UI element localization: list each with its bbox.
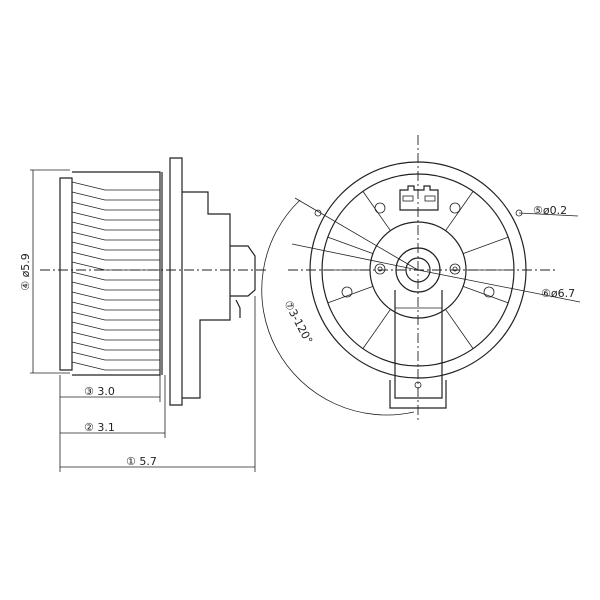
- fan-blade: [71, 361, 160, 371]
- fan-blade: [71, 271, 160, 281]
- fan-blade: [71, 191, 160, 201]
- housing-rib: [445, 309, 474, 349]
- dim-3-1: ② 3.1: [84, 421, 115, 434]
- housing-rib: [327, 236, 374, 254]
- housing-rib: [462, 286, 509, 304]
- fan-blade: [71, 291, 160, 301]
- front-view: [288, 135, 558, 420]
- dim-3-0: ③ 3.0: [84, 385, 115, 398]
- fan-blade: [71, 281, 160, 291]
- dim-hole-0-2: ⑤ø0.2: [533, 204, 567, 217]
- fan-blade: [71, 231, 160, 241]
- dim-diameter-5-9: ④ ø5.9: [19, 253, 32, 291]
- fan-blade: [71, 331, 160, 341]
- fan-blade: [71, 221, 160, 231]
- fan-blade: [71, 181, 160, 191]
- dim-5-7: ① 5.7: [126, 455, 157, 468]
- dim-angle-3-120: ⑦3-120°: [281, 298, 315, 346]
- fan-blade: [71, 261, 160, 271]
- fan-blade: [71, 301, 160, 311]
- fan-blade: [71, 211, 160, 221]
- housing-rib: [362, 309, 391, 349]
- fan-blade: [71, 311, 160, 321]
- front-dimensions: ⑤ø0.2 ⑥ø6.7 ⑦3-120°: [261, 197, 581, 416]
- fan-blade: [71, 251, 160, 261]
- housing-rib: [462, 236, 509, 254]
- fan-blade: [71, 321, 160, 331]
- fan-blade: [71, 341, 160, 351]
- side-dimensions: ④ ø5.9 ③ 3.0 ② 3.1 ① 5.7: [19, 169, 256, 472]
- fan-blade: [71, 201, 160, 211]
- dim-diameter-6-7: ⑥ø6.7: [541, 287, 575, 300]
- fan-blade: [71, 241, 160, 251]
- housing-rib: [362, 191, 391, 231]
- side-view: [40, 157, 268, 406]
- housing-rib: [327, 286, 374, 304]
- fan-blade: [71, 351, 160, 361]
